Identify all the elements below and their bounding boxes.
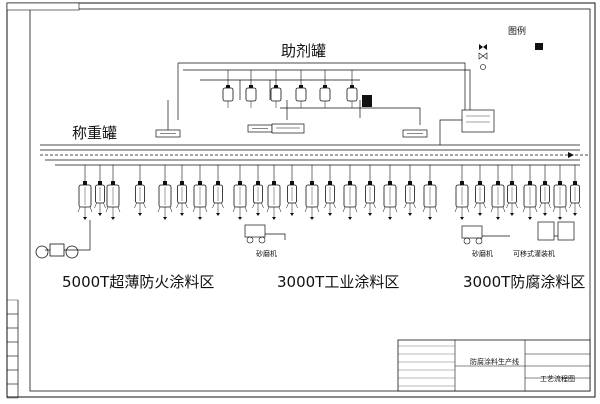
manual-valve-icon [478,52,488,60]
title-block: 防腐涂料生产线 工艺流程图 [397,339,591,392]
distributor-manifold [271,123,305,134]
additive-return-line [183,69,471,110]
pump-group [35,243,79,259]
piping-network [40,62,590,251]
process-vessel [134,165,146,216]
process-vessel [266,165,282,220]
equipment-label-filler: 可移式灌装机 [513,249,555,258]
process-vessel [252,165,264,216]
legend-item-control [535,43,543,50]
weighing-unit-group [155,124,428,138]
instrument-box [461,109,495,133]
additive-tank-label: 助剂罐 [281,42,326,60]
additive-tank [295,70,307,108]
process-vessel [490,165,506,220]
legend-item-air-valve [479,44,487,50]
weighing-tank-label: 称重罐 [72,124,117,142]
drawing-frame [6,2,596,398]
process-vessel [192,165,208,220]
process-vessel [522,165,538,220]
process-vessel [304,165,320,220]
gauge-icon [480,64,486,70]
equipment-label-sand-mill-1: 砂磨机 [256,249,277,258]
process-vessel [569,165,581,216]
process-vessel [506,165,518,216]
control-panel [362,95,372,107]
process-vessel [342,165,358,220]
margin-cell [6,299,19,315]
additive-tank [245,70,257,108]
margin-cell [6,341,19,357]
process-vessel [404,165,416,216]
project-name: 防腐涂料生产线 [470,357,519,366]
zone-label-fireproof: 5000T超薄防火涂料区 [62,273,214,291]
weighing-unit [155,129,181,138]
sand-mill-right [461,225,483,245]
process-vessel [105,165,121,220]
margin-strip [6,299,19,399]
process-vessel [94,165,106,216]
process-vessel [382,165,398,220]
zone-label-industrial: 3000T工业涂料区 [277,273,399,291]
process-vessel [212,165,224,216]
process-vessel [176,165,188,216]
additive-tank [319,70,331,108]
process-vessel [364,165,376,216]
drawing-name: 工艺流程图 [540,374,575,383]
zone-label-anticorrosion: 3000T防腐涂料区 [463,273,585,291]
legend-item-pressure-gauge [480,64,486,70]
equipment-label-sand-mill-2: 砂磨机 [472,249,493,258]
margin-cell [6,383,19,399]
process-vessel [454,165,470,220]
sand-mill-left [244,224,266,244]
weighing-unit [247,124,273,133]
process-vessel [324,165,336,216]
distributor-feed [280,100,421,125]
header-arrow [568,152,574,158]
process-vessel [77,165,93,220]
margin-cell [6,355,19,371]
additive-tank-group [222,70,358,108]
process-vessel [422,165,438,220]
margin-cell [6,327,19,343]
process-vessel [474,165,486,216]
title-block-rows [398,345,455,387]
control-icon [535,43,543,50]
additive-tank [222,70,234,108]
additive-branch [200,79,360,100]
weighing-unit [402,129,428,138]
additive-tank [346,70,358,108]
process-vessel [539,165,551,216]
process-vessel [552,165,568,220]
additive-tank [270,70,282,108]
legend-item-manual-valve [478,52,488,60]
process-vessel [286,165,298,216]
additive-drops [167,100,361,130]
margin-cell [6,369,19,385]
margin-cell [6,313,19,329]
drawing-tab [6,2,80,11]
process-vessel [157,165,173,220]
process-vessel [232,165,248,220]
inner-frame [29,8,591,392]
additive-main-line [177,62,466,120]
vessel-group [77,165,581,220]
mobile-filler [537,221,575,241]
air-valve-icon [479,44,487,50]
legend-title: 图例 [508,25,526,37]
legend: 图例 [478,25,543,70]
